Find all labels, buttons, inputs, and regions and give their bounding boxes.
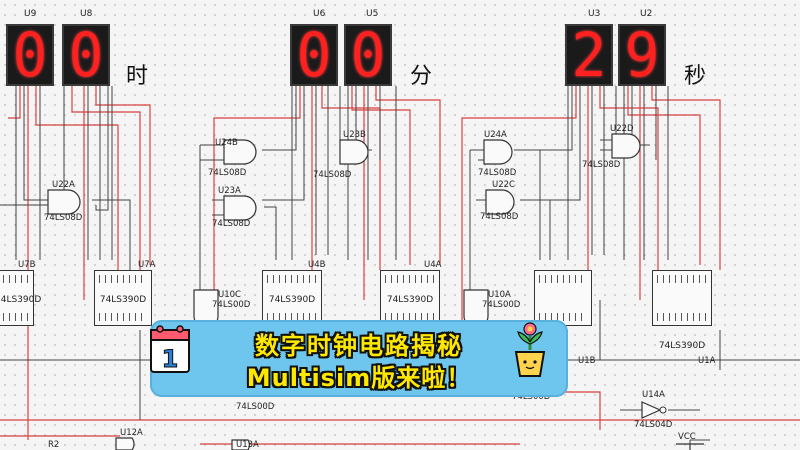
seven-seg-display-u2[interactable]: 9 (618, 24, 666, 86)
gate-ref-u22d[interactable]: U22D (610, 124, 634, 134)
gate-part-u22a: 74LS08D (44, 213, 83, 223)
gate-part-u22c: 74LS08D (480, 212, 519, 222)
digit-u2: 9 (624, 24, 660, 86)
gate-ref-u22a[interactable]: U22A (52, 180, 75, 190)
digit-u6: 0 (296, 24, 332, 86)
gate-part-bottom-mid: 74LS00D (512, 392, 551, 402)
counter-part-u7b: 74LS390D (0, 295, 42, 305)
counter-chip-u1b[interactable] (534, 270, 592, 326)
gate-part-u24a: 74LS08D (478, 168, 517, 178)
calendar-icon: 1 (150, 325, 190, 374)
seven-seg-display-u8[interactable]: 0 (62, 24, 110, 86)
display-label-u6: U6 (313, 9, 326, 19)
gate-part-u24b: 74LS08D (208, 168, 247, 178)
counter-chip-u4a[interactable]: 74LS390D (380, 270, 440, 326)
gate-part-u23b: 74LS08D (313, 170, 352, 180)
gate-part-bottom-left: 74LS00D (236, 402, 275, 412)
calendar-number: 1 (162, 345, 179, 373)
display-label-u2: U2 (640, 9, 653, 19)
counter-chip-u1a[interactable]: 74LS390D (652, 270, 712, 351)
flower-pot-icon (514, 322, 546, 377)
gate-ref-u10c[interactable]: U10C (218, 290, 241, 300)
counter-part-u4b: 74LS390D (268, 295, 316, 305)
digit-u5: 0 (350, 24, 386, 86)
counter-part-u1a: 74LS390D (658, 341, 706, 351)
display-label-u8: U8 (80, 9, 93, 19)
counter-part-u7a: 74LS390D (99, 295, 147, 305)
gate-ref-u13a[interactable]: U13A (236, 440, 259, 450)
seven-seg-display-u9[interactable]: 0 (6, 24, 54, 86)
counter-ref-u7a: U7A (138, 260, 156, 270)
counter-chip-u7b[interactable]: 74LS390D (0, 270, 42, 326)
banner-subtitle: Multisim版来啦！ (246, 364, 472, 392)
unit-second: 秒 (684, 64, 707, 89)
digit-u3: 2 (571, 24, 607, 86)
display-label-u9: U9 (24, 9, 37, 19)
gate-ref-u14a[interactable]: U14A (642, 390, 665, 400)
vcc-label: VCC (678, 432, 696, 442)
unit-hour: 时 (126, 64, 149, 89)
display-label-u3: U3 (588, 9, 601, 19)
gate-ref-u24a[interactable]: U24A (484, 130, 507, 140)
banner-title: 数字时钟电路揭秘 (255, 332, 463, 360)
seven-seg-display-u3[interactable]: 2 (565, 24, 613, 86)
counter-part-u4a: 74LS390D (386, 295, 434, 305)
gate-part-u10c: 74LS00D (212, 300, 251, 310)
digit-u8: 0 (68, 24, 104, 86)
gate-ref-u12a[interactable]: U12A (120, 428, 143, 438)
gate-part-u14a: 74LS04D (634, 420, 673, 430)
gate-part-u10a: 74LS00D (482, 300, 521, 310)
seven-seg-display-u5[interactable]: 0 (344, 24, 392, 86)
counter-ref-u1b: U1B (578, 356, 596, 366)
title-banner: 数字时钟电路揭秘 Multisim版来啦！ (150, 320, 568, 397)
unit-minute: 分 (410, 64, 433, 89)
gate-ref-u24b[interactable]: U24B (215, 138, 238, 148)
gate-part-u22d: 74LS08D (582, 160, 621, 170)
counter-ref-u7b: U7B (18, 260, 36, 270)
resistor-label-r2[interactable]: R2 (48, 440, 60, 450)
digit-u9: 0 (12, 24, 48, 86)
display-label-u5: U5 (366, 9, 379, 19)
seven-seg-display-u6[interactable]: 0 (290, 24, 338, 86)
gate-ref-u10a[interactable]: U10A (488, 290, 511, 300)
counter-ref-u4b: U4B (308, 260, 326, 270)
counter-ref-u1a: U1A (698, 356, 716, 366)
gate-ref-u23a[interactable]: U23A (218, 186, 241, 196)
counter-chip-u4b[interactable]: 74LS390D (262, 270, 322, 326)
gate-part-u23a: 74LS08D (212, 219, 251, 229)
counter-ref-u4a: U4A (424, 260, 442, 270)
counter-chip-u7a[interactable]: 74LS390D (94, 270, 152, 326)
gate-ref-u22c[interactable]: U22C (492, 180, 515, 190)
gate-ref-u23b[interactable]: U23B (343, 130, 366, 140)
